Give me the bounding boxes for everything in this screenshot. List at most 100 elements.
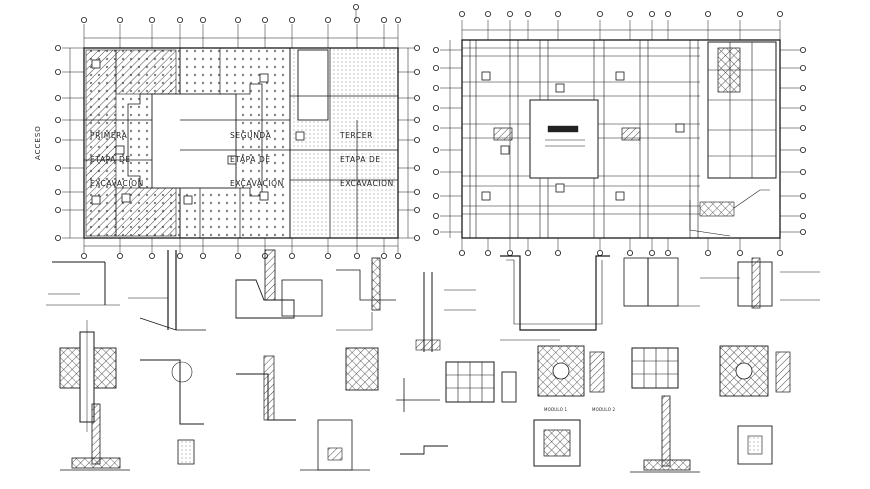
column-marker — [259, 73, 269, 83]
module-side — [775, 351, 791, 393]
module-elevation-core — [543, 429, 571, 457]
grid-bubble-bottom — [665, 249, 672, 256]
grid-bubble-top — [649, 10, 656, 17]
column-marker — [295, 131, 305, 141]
grid-bubble-left — [432, 85, 439, 92]
column-marker — [615, 71, 625, 81]
grid-bubble-left — [432, 47, 439, 54]
grid-bubble-bottom — [525, 249, 532, 256]
grid-bubble-top — [81, 16, 88, 23]
profile-line — [336, 312, 373, 331]
stage-1-label: PRIMERA ETAPA DE EXCAVACION — [90, 116, 144, 196]
grid-bubble-bottom — [199, 252, 206, 259]
stage-1-line2: ETAPA DE — [90, 155, 131, 164]
leader-line — [689, 200, 731, 237]
courtyard-edge — [236, 83, 263, 197]
grid-bubble-top — [353, 16, 360, 23]
grid-bubble-left — [55, 69, 62, 76]
grid-bubble-right — [413, 69, 420, 76]
grid-bubble-bottom — [234, 252, 241, 259]
footing — [643, 459, 691, 471]
small-plan — [737, 425, 773, 465]
grid-bubble-left — [55, 234, 62, 241]
grid-bubble-top — [394, 16, 401, 23]
grid-bubble-left — [55, 188, 62, 195]
legend-box — [699, 201, 735, 217]
grid-bubble-bottom — [81, 252, 88, 259]
small-plan-core — [747, 435, 763, 455]
section-frame — [317, 419, 353, 471]
column-section — [371, 257, 381, 311]
grid-bubble-top — [234, 16, 241, 23]
grid-bubble-bottom — [627, 249, 634, 256]
grid-bubble-top — [506, 10, 513, 17]
slab-section — [281, 279, 323, 317]
grid-bubble-bottom — [484, 249, 491, 256]
grid-bubble-bottom — [176, 252, 183, 259]
stage-3-line1: TERCER — [340, 131, 373, 140]
grid-bubble-right — [413, 234, 420, 241]
grid-bubble-bottom — [353, 252, 360, 259]
grid-bubble-left — [55, 95, 62, 102]
small-detail — [177, 439, 195, 465]
grid-bubble-left — [432, 146, 439, 153]
column-section — [263, 355, 275, 421]
grid-bubble-top — [484, 10, 491, 17]
footing-profile — [139, 317, 206, 331]
grid-bubble-top — [199, 16, 206, 23]
grid-bubble-top — [352, 4, 359, 10]
grid-bubble-left — [432, 105, 439, 112]
grid-bubble-top — [176, 16, 183, 23]
grid-bubble-right — [800, 47, 807, 54]
plan-outline — [83, 47, 399, 239]
stage-3-label: TERCER ETAPA DE EXCAVACION — [340, 116, 394, 196]
grid-bubble-bottom — [649, 249, 656, 256]
grid-bubble-top — [288, 16, 295, 23]
title-block-mark — [547, 125, 579, 133]
stage-2-line3: EXCAVACION — [230, 179, 284, 188]
stage-2-label: SEGUNDA ETAPA DE EXCAVACION — [230, 116, 284, 196]
column-marker — [227, 155, 237, 165]
grid-bubble-bottom — [117, 252, 124, 259]
modulo-1-caption: MODULO 1 — [544, 407, 568, 412]
grid-bubble-right — [413, 95, 420, 102]
grid-bubble-top — [737, 10, 744, 17]
grid-bubble-right — [800, 65, 807, 72]
hatched-block — [345, 347, 379, 391]
grid-bubble-right — [800, 192, 807, 199]
grid-bubble-left — [432, 192, 439, 199]
grid-bubble-top — [148, 16, 155, 23]
stage-1-line1: PRIMERA — [90, 131, 128, 140]
stage-2-line2: ETAPA DE — [230, 155, 271, 164]
grid-bubble-top — [705, 10, 712, 17]
grid-bubble-bottom — [324, 252, 331, 259]
grid-bubble-left — [55, 164, 62, 171]
grid-bubble-right — [800, 168, 807, 175]
grid-bubble-right — [800, 105, 807, 112]
module-side — [589, 351, 605, 393]
grid-bubble-left — [55, 45, 62, 52]
grid-bubble-top — [117, 16, 124, 23]
column-marker — [481, 191, 491, 201]
column-marker — [183, 195, 193, 205]
access-label: ACCESO — [34, 125, 42, 160]
column-section — [751, 257, 761, 309]
grid-bubble-bottom — [777, 249, 784, 256]
column-marker — [675, 123, 685, 133]
detail-callout — [171, 361, 193, 383]
column-marker — [121, 193, 131, 203]
grid-bubble-top — [665, 10, 672, 17]
grid-bubble-right — [800, 146, 807, 153]
hatched-element — [493, 127, 513, 141]
grid-bubble-bottom — [380, 252, 387, 259]
grid-bubble-bottom — [597, 249, 604, 256]
grid-bubble-right — [413, 136, 420, 143]
grid-bubble-right — [413, 117, 420, 124]
retaining-wall-inner — [506, 259, 603, 325]
grid-bubble-right — [800, 125, 807, 132]
column-marker — [615, 191, 625, 201]
grid-bubble-top — [777, 10, 784, 17]
stage-3-line3: EXCAVACION — [340, 179, 394, 188]
grid-bubble-left — [432, 212, 439, 219]
